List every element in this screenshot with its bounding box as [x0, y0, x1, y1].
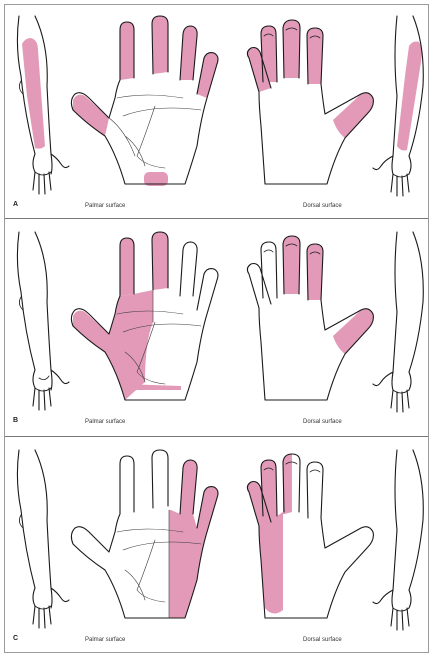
divider-b-c: [5, 436, 428, 437]
right-forearm-shading: [397, 42, 422, 151]
right-small-arm-b: [373, 232, 423, 412]
panel-b-palmar-label: Palmar surface: [85, 419, 125, 425]
palmar-hand-b: [71, 232, 218, 400]
panel-c-illustration: [5, 440, 428, 650]
left-forearm-shading: [22, 38, 45, 149]
panel-b: B Palmar surface Dorsal surface: [5, 222, 428, 432]
left-small-arm-b: [17, 232, 69, 410]
right-small-arm-c: [373, 450, 423, 630]
dorsal-hand-a: [247, 20, 373, 184]
panel-a-illustration: [5, 6, 428, 216]
panel-a: A Palmar surface Dorsal surface: [5, 6, 428, 216]
palmar-hand-c: [71, 450, 218, 618]
panel-b-letter: B: [13, 417, 18, 424]
panel-a-letter: A: [13, 201, 18, 208]
panel-c: C Palmar surface Dorsal surface: [5, 440, 428, 650]
divider-a-b: [5, 218, 428, 219]
panel-c-palmar-label: Palmar surface: [85, 637, 125, 643]
panel-a-palmar-label: Palmar surface: [85, 203, 125, 209]
panel-c-letter: C: [13, 635, 18, 642]
dorsal-hand-c: [247, 454, 373, 618]
dorsal-hand-b: [247, 236, 373, 400]
panel-c-dorsal-label: Dorsal surface: [303, 637, 342, 643]
panel-b-illustration: [5, 222, 428, 432]
panel-b-dorsal-label: Dorsal surface: [303, 419, 342, 425]
panel-a-dorsal-label: Dorsal surface: [303, 203, 342, 209]
left-small-arm-c: [17, 450, 69, 628]
palmar-hand-a: [71, 16, 218, 186]
